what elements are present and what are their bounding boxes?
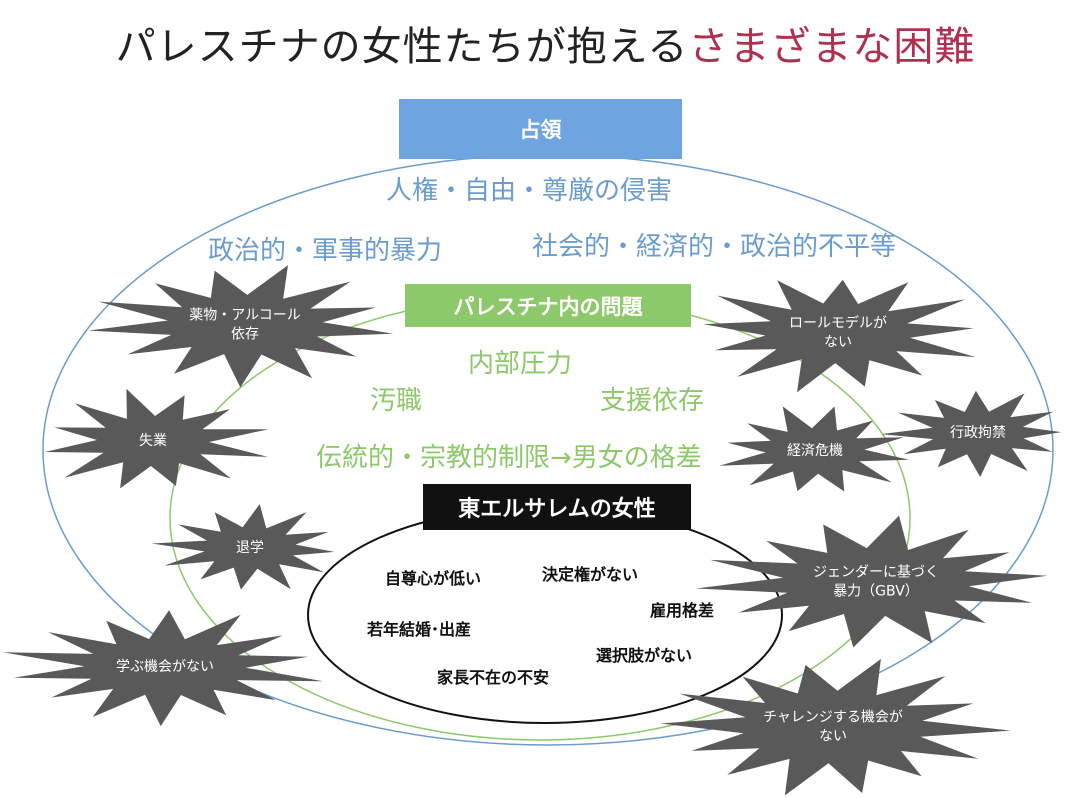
east-jerusalem-header: 東エルサレムの女性 <box>423 484 691 530</box>
burst-no-challenge-shape <box>660 659 1011 796</box>
burst-drug-alcohol-label: 依存 <box>231 327 259 343</box>
burst-gbv-label: 暴力（GBV） <box>833 584 919 600</box>
burst-no-learning-shape <box>2 610 324 727</box>
burst-gbv-shape <box>695 515 1048 648</box>
occupation-item-rights: 人権・自由・尊厳の侵害 <box>386 176 673 206</box>
burst-economic-crisis-shape <box>719 406 910 492</box>
burst-unemployment-shape <box>44 388 269 489</box>
internal-item-gender-gap: 伝統的・宗教的制限→男女の格差 <box>316 443 702 473</box>
inner-item-early-marriage: 若年結婚･出産 <box>367 620 472 639</box>
burst-administrative-detention-shape <box>881 390 1062 477</box>
burst-no-challenge-label: ない <box>819 729 847 745</box>
inner-item-head-absent: 家長不在の不安 <box>437 668 550 687</box>
inner-item-employment: 雇用格差 <box>650 601 715 620</box>
page-title: パレスチナの女性たちが抱えるさまざまな困難 <box>0 14 1091 72</box>
title-main: パレスチナの女性たちが抱える <box>115 24 689 70</box>
internal-item-pressure: 内部圧力 <box>468 349 573 379</box>
inner-item-self-esteem: 自尊心が低い <box>385 569 482 588</box>
occupation-item-inequality: 社会的・経済的・政治的不平等 <box>532 232 897 262</box>
inner-item-no-choice: 選択肢がない <box>596 646 693 665</box>
burst-unemployment-label: 失業 <box>139 433 167 449</box>
title-accent: さまざまな困難 <box>688 24 976 70</box>
burst-no-role-model-shape <box>703 279 976 393</box>
burst-no-role-model-label: ロールモデルが <box>789 315 887 332</box>
burst-economic-crisis-label: 経済危機 <box>787 443 843 459</box>
burst-drug-alcohol-label: 薬物・アルコール <box>189 308 301 324</box>
internal-item-aid-dependency: 支援依存 <box>600 386 705 416</box>
burst-no-learning-label: 学ぶ機会がない <box>116 659 214 675</box>
burst-no-role-model-label: ない <box>824 335 852 351</box>
burst-dropout-shape <box>151 504 335 590</box>
occupation-item-violence: 政治的・軍事的暴力 <box>208 236 443 266</box>
burst-drug-alcohol-shape <box>88 265 394 388</box>
internal-item-corruption: 汚職 <box>370 386 423 416</box>
burst-gbv-label: ジェンダーに基づく <box>813 564 939 581</box>
burst-dropout-label: 退学 <box>236 540 264 556</box>
internal-issues-header: パレスチナ内の問題 <box>405 284 691 327</box>
burst-no-challenge-label: チャレンジする機会が <box>763 710 903 726</box>
burst-administrative-detention-label: 行政拘禁 <box>950 425 1006 441</box>
occupation-header: 占領 <box>399 99 682 159</box>
inner-item-decision: 決定権がない <box>542 565 639 584</box>
